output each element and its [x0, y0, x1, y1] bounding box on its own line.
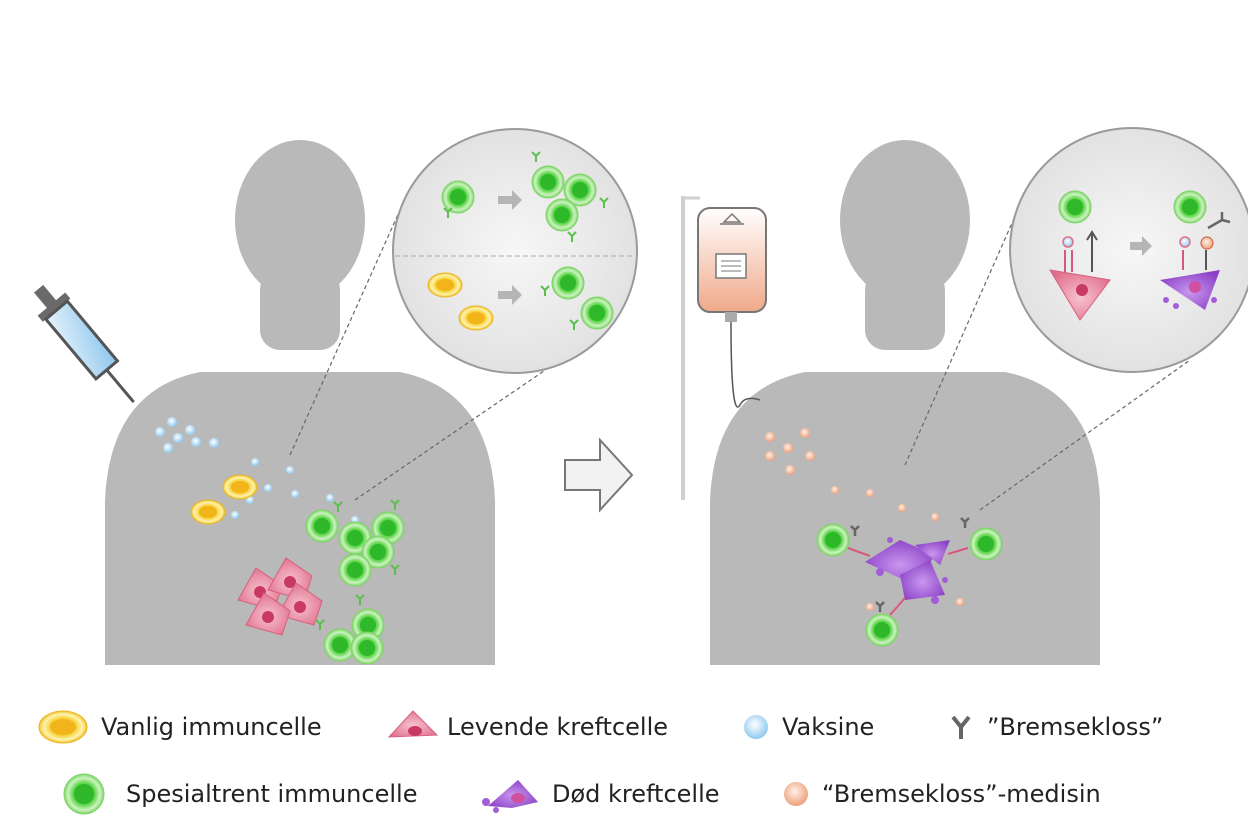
legend-item-live-cancer: Levende kreftcelle — [385, 707, 668, 747]
left-zoom-circle — [392, 128, 638, 374]
legend-label: Vaksine — [782, 713, 875, 741]
right-zoom-circle — [1009, 127, 1248, 373]
iv-bag-icon — [681, 196, 767, 500]
legend-item-brake-drug: “Bremsekloss”-medisin — [780, 772, 1101, 816]
legend-item-normal-immune: Vanlig immuncelle — [35, 707, 322, 747]
legend-item-trained-immune: Spesialtrent immuncelle — [62, 772, 417, 816]
left-body-silhouette — [105, 140, 495, 665]
left-zoom-lines — [289, 209, 561, 501]
drug-dots — [765, 428, 964, 611]
legend-label: “Bremsekloss”-medisin — [822, 780, 1101, 808]
green-immune-cell-icon — [63, 773, 105, 815]
right-body-silhouette — [710, 140, 1100, 665]
legend-item-brake: ”Bremsekloss” — [945, 707, 1163, 747]
orange-drug-dot-icon — [784, 782, 808, 806]
pink-cancer-cell-icon — [387, 710, 439, 738]
legend-item-vaccine: Vaksine — [740, 707, 874, 747]
right-zoom-lines — [904, 204, 1191, 511]
legend-label: ”Bremsekloss” — [987, 713, 1164, 741]
yellow-immune-cell-icon — [38, 710, 88, 744]
legend-label: Levende kreftcelle — [447, 713, 669, 741]
legend-row-2: Spesialtrent immuncelle Død kreftcelle “… — [0, 762, 1248, 822]
blue-vaccine-dot-icon — [744, 715, 768, 739]
legend-label: Vanlig immuncelle — [101, 713, 322, 741]
syringe-icon — [33, 284, 135, 404]
purple-dead-cell-icon — [482, 780, 538, 813]
trained-immune-cells-right — [816, 517, 1003, 647]
legend-item-dead-cancer: Død kreftcelle — [478, 772, 720, 816]
vaccine-dots — [155, 417, 359, 524]
legend-label: Død kreftcelle — [552, 780, 720, 808]
dead-cancer-cluster — [865, 537, 950, 604]
legend-label: Spesialtrent immuncelle — [126, 780, 418, 808]
y-receptor-icon — [951, 715, 971, 739]
process-arrow-icon — [564, 437, 634, 513]
legend-row-1: Vanlig immuncelle Levende kreftcelle Vak… — [0, 697, 1248, 757]
